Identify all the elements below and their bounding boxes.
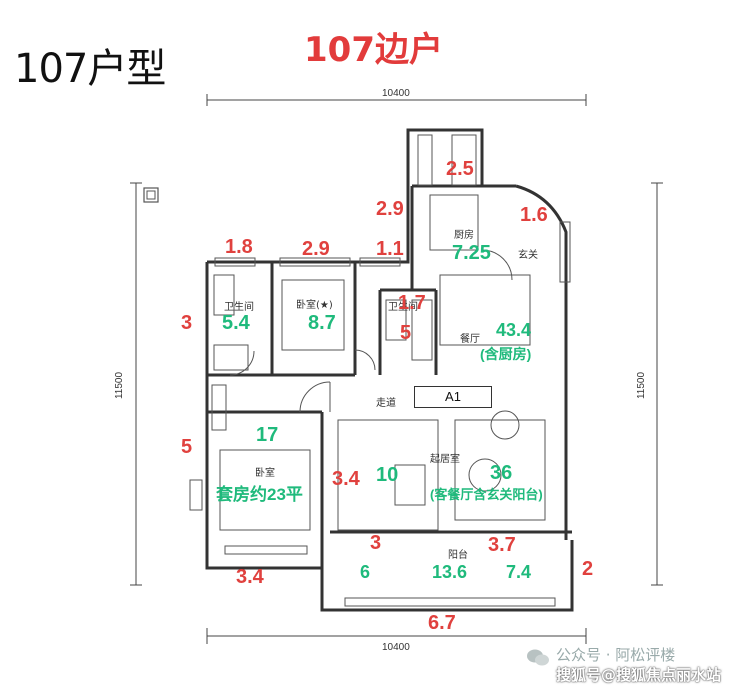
measure-2-9-a: 2.9 (302, 238, 330, 260)
area-dining: 43.4 (496, 320, 532, 340)
area-living: 36 (490, 462, 513, 484)
measure-2-5: 2.5 (446, 158, 474, 180)
room-label-kitchen: 厨房 (454, 230, 474, 241)
area-kitchen: 7.25 (452, 242, 491, 264)
area-dining-note: (含厨房) (480, 346, 532, 362)
room-label-corridor: 走道 (376, 398, 396, 409)
area-living-note: (客餐厅含玄关阳台) (430, 487, 543, 502)
measure-1-8: 1.8 (225, 236, 253, 258)
dimension-bottom: 10400 (382, 642, 410, 653)
dimension-left: 11500 (114, 371, 126, 400)
measure-2-9-b: 2.9 (376, 198, 404, 220)
room-label-living: 起居室 (430, 454, 460, 465)
measure-1-1: 1.1 (376, 238, 404, 260)
room-label-entry: 玄关 (518, 250, 538, 261)
watermark-wechat: 公众号 · 阿松评楼 (556, 646, 676, 664)
room-label-dining: 餐厅 (460, 334, 480, 345)
area-suite: 套房约23平 (216, 485, 303, 504)
area-bedroom: 17 (256, 424, 279, 446)
dimension-top: 10400 (382, 88, 410, 99)
measure-3-b: 3 (370, 532, 382, 554)
wechat-icon (527, 649, 549, 666)
measure-5-a: 5 (400, 322, 412, 344)
area-balcony-1: 6 (360, 562, 371, 582)
area-balcony-total: 13.6 (432, 562, 468, 582)
measure-2: 2 (582, 558, 594, 580)
dimension-right: 11500 (636, 371, 648, 400)
room-label-balcony: 阳台 (448, 550, 468, 561)
unit-type-subtitle: 107边户 (304, 30, 443, 70)
measure-1-6: 1.6 (520, 204, 548, 226)
measure-3-a: 3 (181, 312, 193, 334)
area-study: 10 (376, 464, 399, 486)
room-label-bedroom: 卧室 (255, 468, 275, 479)
area-bath1: 5.4 (222, 312, 250, 334)
room-label-bath2: 卫生间 (388, 302, 418, 313)
area-balcony-2: 7.4 (506, 562, 532, 582)
expand-icon[interactable] (142, 186, 160, 204)
measure-1-7: 1.7 (398, 292, 426, 314)
area-master-bedroom: 8.7 (308, 312, 336, 334)
area-tag-a1: A1 (414, 386, 492, 408)
measure-3-7: 3.7 (488, 534, 516, 556)
measure-3-4-a: 3.4 (332, 468, 360, 490)
measure-5-b: 5 (181, 436, 193, 458)
room-label-bath1: 卫生间 (224, 302, 254, 313)
watermark-sohu: 搜狐号@搜狐焦点丽水站 (556, 666, 722, 684)
measure-6-7: 6.7 (428, 612, 456, 634)
floor-plan-title: 107户型 (14, 46, 166, 92)
room-label-master-bedroom: 卧室(★) (296, 300, 333, 311)
measure-3-4-b: 3.4 (236, 566, 264, 588)
